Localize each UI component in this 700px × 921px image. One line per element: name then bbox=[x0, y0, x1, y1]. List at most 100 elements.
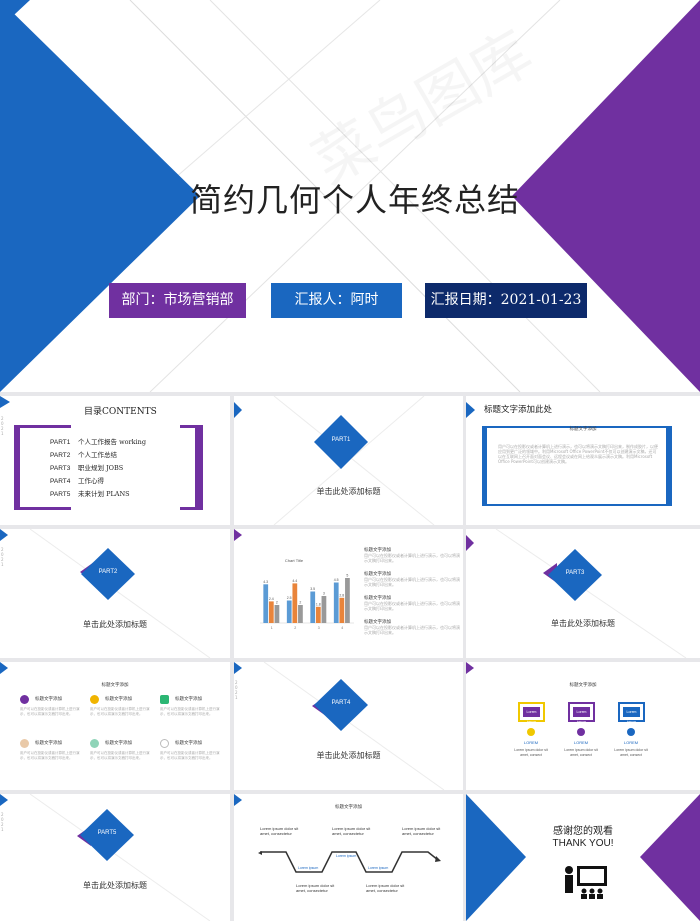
wave-line bbox=[258, 851, 441, 873]
part1-geometry bbox=[234, 396, 435, 525]
chart-bar bbox=[292, 583, 298, 623]
bar-value-label: 2 bbox=[299, 601, 301, 605]
toc-title: 目录CONTENTS bbox=[84, 407, 157, 417]
boxes-slide[interactable]: 标题文字添加 Lorem ipsum Lorem ipsum Lorem ips… bbox=[466, 662, 700, 790]
blue-corner bbox=[0, 0, 30, 28]
circle-icon-yellow bbox=[527, 728, 535, 736]
hand-icon bbox=[20, 739, 29, 748]
toc-frame-left bbox=[14, 425, 20, 510]
part2-slide[interactable]: 2 0 2 1 PART2 单击此处添加标题 bbox=[0, 529, 230, 658]
bar-value-label: 3.5 bbox=[310, 587, 315, 591]
part4-slide[interactable]: 2 0 2 1 PART4 单击此处添加标题 bbox=[234, 662, 463, 790]
bar-value-label: 2.8 bbox=[339, 593, 344, 597]
bar-value-label: 2 bbox=[276, 601, 278, 605]
part-label: PART3 bbox=[565, 570, 585, 576]
corner-triangle bbox=[466, 402, 475, 418]
box-blue: Lorem ipsum bbox=[618, 702, 645, 724]
chart-bar bbox=[345, 578, 350, 623]
corner-triangle bbox=[234, 529, 242, 541]
box-desc: Lorem ipsum dolor sit amet, consect bbox=[614, 748, 648, 757]
chart-bar bbox=[263, 584, 269, 623]
corner-triangle bbox=[234, 794, 242, 806]
x-tick-label: 3 bbox=[318, 626, 320, 630]
wave-text: Lorem ipsum dolor sit amet, consectetur bbox=[366, 883, 405, 893]
box-yellow: Lorem ipsum bbox=[518, 702, 545, 724]
bar-value-label: 5 bbox=[346, 574, 348, 578]
purple-triangle bbox=[512, 0, 700, 392]
text-frame-top bbox=[482, 426, 672, 428]
box-label: LOREM bbox=[573, 740, 589, 745]
part4-geometry bbox=[234, 662, 445, 790]
icons-slide-title: 标题文字添加 bbox=[101, 683, 129, 688]
date-label: 汇报日期：2021-01-23 bbox=[425, 283, 587, 318]
chart-side-panel: 标题文字添加用户可以在投影仪或者计算机上进行演示，也可以将演示文稿打印出来。 标… bbox=[364, 547, 460, 643]
cover-slide[interactable]: 菜鸟图库 简约几何个人年终总结 部门：市场营销部 汇报人：阿时 汇报日期：202… bbox=[0, 0, 700, 392]
gem-icon bbox=[160, 695, 169, 704]
part5-slide[interactable]: 2 0 2 1 PART5 单击此处添加标题 bbox=[0, 794, 230, 921]
bar-value-label: 1.8 bbox=[316, 602, 321, 606]
side-marks: 2 0 2 1 bbox=[1, 416, 4, 436]
gear-icon bbox=[90, 739, 99, 748]
wave-text: Lorem ipsum dolor sit amet, consectetur bbox=[296, 883, 335, 893]
section-caption: 单击此处添加标题 bbox=[83, 620, 147, 629]
side-block: 标题文字添加用户可以在投影仪或者计算机上进行演示，也可以将演示文稿打印出来。 bbox=[364, 596, 460, 611]
text-slide[interactable]: 标题文字添加此处 标题文字添加 用户可以在投影仪或者计算机上进行演示，也可以将演… bbox=[466, 396, 700, 525]
chart-bar bbox=[298, 605, 303, 623]
toc-frame-top-right bbox=[180, 425, 203, 428]
side-block: 标题文字添加用户可以在投影仪或者计算机上进行演示，也可以将演示文稿打印出来。 bbox=[364, 620, 460, 635]
text-box-title: 标题文字添加 bbox=[569, 427, 597, 432]
blue-triangle bbox=[0, 0, 200, 392]
wave-text: Lorem ipsum dolor sit amet, consectetur bbox=[402, 826, 441, 836]
presenter-icon bbox=[565, 866, 607, 899]
corner-triangle bbox=[466, 662, 474, 674]
reporter-label: 汇报人：阿时 bbox=[271, 283, 402, 318]
text-frame-left bbox=[482, 426, 487, 506]
corner-triangle bbox=[0, 662, 8, 674]
wave-label: Lorem ipsum bbox=[298, 866, 319, 870]
bar-value-label: 4.4 bbox=[292, 579, 297, 583]
section-caption: 单击此处添加标题 bbox=[83, 881, 147, 890]
part-diamond bbox=[548, 549, 602, 601]
section-caption: 单击此处添加标题 bbox=[316, 487, 381, 496]
bar-value-label: 4.3 bbox=[263, 580, 268, 584]
cover-geometry bbox=[0, 0, 700, 392]
toc-frame-bottom-right bbox=[180, 507, 203, 510]
text-frame-bottom bbox=[482, 504, 672, 506]
bar-value-label: 4.5 bbox=[334, 578, 339, 582]
part-label: PART4 bbox=[331, 700, 351, 706]
box-label: LOREM bbox=[523, 740, 539, 745]
icons-slide[interactable]: 标题文字添加 标题文字添加用户可以在投影仪或者计算机上进行演示，也可以将演示文稿… bbox=[0, 662, 230, 790]
side-block: 标题文字添加用户可以在投影仪或者计算机上进行演示，也可以将演示文稿打印出来。 bbox=[364, 572, 460, 587]
side-marks: 2 0 2 1 bbox=[1, 812, 4, 832]
coin-icon bbox=[90, 695, 99, 704]
x-tick-label: 4 bbox=[341, 626, 343, 630]
thanks-slide[interactable]: 感谢您的观看 THANK YOU! bbox=[466, 794, 700, 921]
text-slide-heading: 标题文字添加此处 bbox=[484, 405, 553, 415]
part3-geometry bbox=[466, 529, 687, 658]
boxes-slide-title: 标题文字添加 bbox=[569, 683, 597, 688]
chart-bar bbox=[333, 582, 339, 623]
x-tick-label: 1 bbox=[271, 626, 273, 630]
part2-geometry bbox=[0, 529, 211, 658]
part-diamond bbox=[81, 548, 135, 600]
wave-slide[interactable]: 标题文字添加 Lorem ipsum dolor sit amet, conse… bbox=[234, 794, 463, 921]
wave-text: Lorem ipsum dolor sit amet, consectetur bbox=[332, 826, 371, 836]
part1-slide[interactable]: PART1 单击此处添加标题 bbox=[234, 396, 463, 525]
bar-value-label: 2.5 bbox=[287, 596, 292, 600]
part3-slide[interactable]: PART3 单击此处添加标题 bbox=[466, 529, 700, 658]
purple-triangle bbox=[640, 794, 700, 921]
circle-icon-purple bbox=[577, 728, 585, 736]
box-purple: Lorem ipsum bbox=[568, 702, 595, 724]
text-box-body: 用户可以在投影仪或者计算机上进行演示，也可以将演示文稿打印出来，制作成胶片，以便… bbox=[498, 444, 658, 464]
part5-geometry bbox=[0, 794, 211, 921]
chart-bar bbox=[274, 605, 280, 623]
text-frame-right bbox=[666, 426, 672, 506]
